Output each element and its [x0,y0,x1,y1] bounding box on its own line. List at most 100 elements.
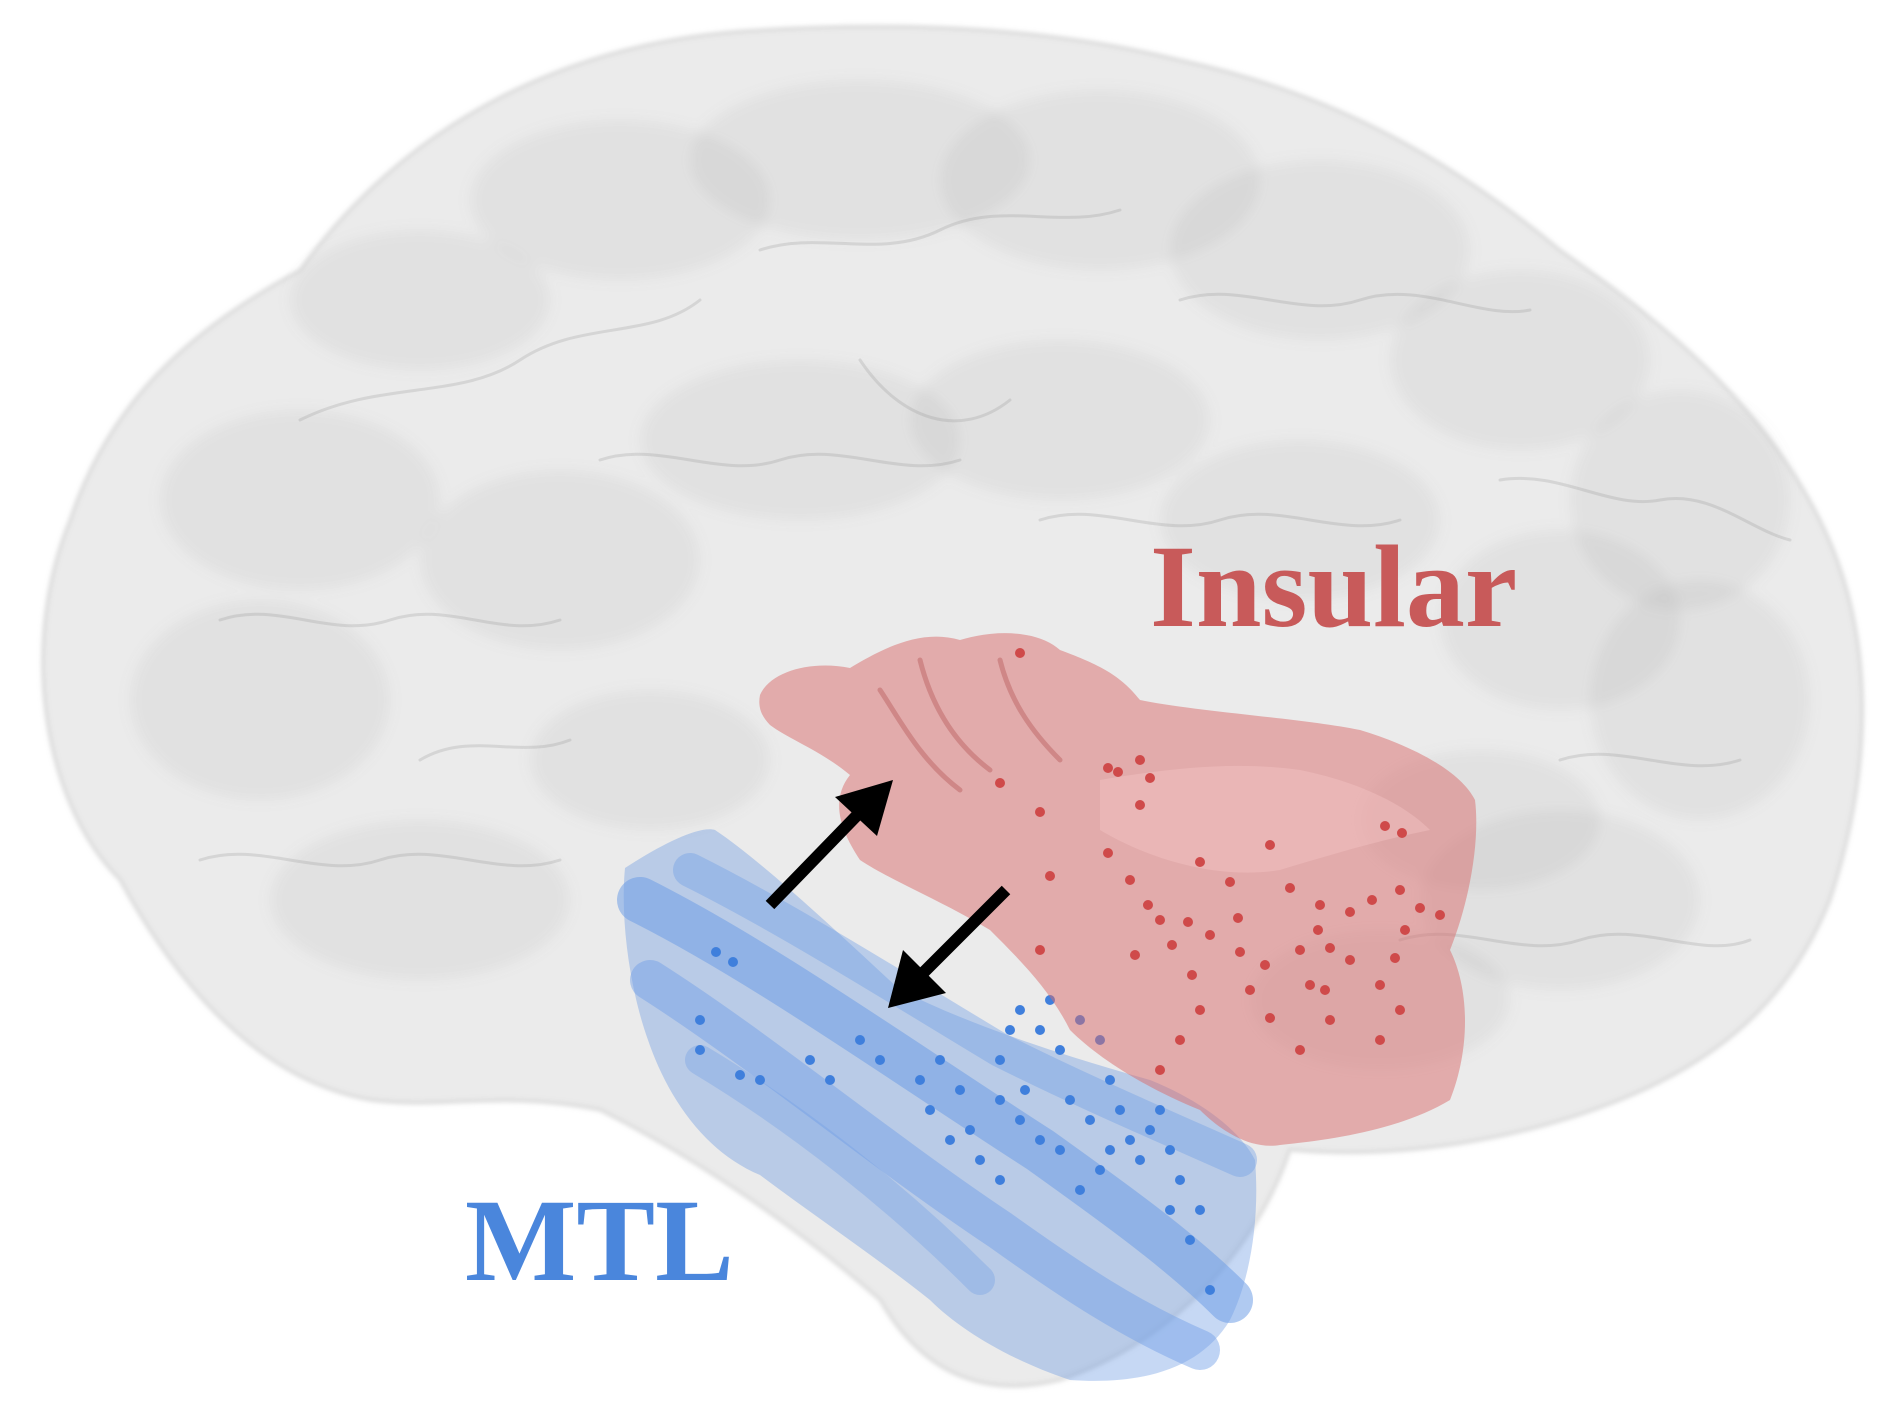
mtl-electrode [1195,1205,1205,1215]
insular-electrode [1395,885,1405,895]
brain-sulcus [598,452,962,468]
insular-highlight [1100,765,1430,873]
mtl-electrode [945,1135,955,1145]
brain-gyrus [530,690,770,830]
insular-electrode [1135,755,1145,765]
mtl-electrode [1085,1115,1095,1125]
insular-electrode [1325,1015,1335,1025]
mtl-electrode [1155,1105,1165,1115]
brain-gyrus [1160,440,1440,600]
brain-sulcus [1498,476,1792,542]
brain-gyrus [270,820,570,980]
mtl-electrode [825,1075,835,1085]
mtl-band [630,960,1220,1370]
brain-sulcus [298,298,702,422]
insular-electrode [1400,925,1410,935]
insular-electrode [1295,945,1305,955]
mtl-electrode [1205,1285,1215,1295]
arrow-mtl-to-insular [765,799,873,910]
mtl-electrode [995,1095,1005,1105]
mtl-electrode [695,1045,705,1055]
mtl-electrode [855,1035,865,1045]
brain-sulcus [418,738,572,762]
insular-electrode [1103,848,1113,858]
mtl-electrode [805,1055,815,1065]
insular-electrode [1035,807,1045,817]
insular-electrode [1285,883,1295,893]
insular-electrode [1375,1035,1385,1045]
mtl-electrode [925,1105,935,1115]
brain-gyrus [1440,530,1680,710]
insular-electrode [1035,945,1045,955]
insular-electrode [1195,1005,1205,1015]
mtl-electrode [1175,1175,1185,1185]
insular-electrode [1225,877,1235,887]
mtl-electrode [1005,1025,1015,1035]
mtl-electrode [1165,1205,1175,1215]
brain-gyrus [1390,270,1650,450]
mtl-electrode [955,1085,965,1095]
insular-electrode [1345,955,1355,965]
brain-gyrus [290,230,550,370]
insular-electrode [1305,980,1315,990]
brain-sulcus [758,208,1122,252]
mtl-electrode [965,1125,975,1135]
insular-electrode [1145,773,1155,783]
brain-sulcus [198,852,562,868]
insular-electrode [1175,1035,1185,1045]
mtl-electrode [1115,1105,1125,1115]
mtl-electrode [711,947,721,957]
mtl-electrode [975,1155,985,1165]
insular-electrode [1375,980,1385,990]
insular-electrode [1135,800,1145,810]
mtl-electrode [755,1075,765,1085]
insular-electrode [1395,1005,1405,1015]
mtl-electrode [695,1015,705,1025]
mtl-electrode [995,1055,1005,1065]
brain-gyri [130,80,1810,1070]
mtl-electrode [1145,1125,1155,1135]
insular-electrode [1113,767,1123,777]
insular-electrode [1320,985,1330,995]
mtl-electrodes [695,947,1215,1295]
insular-electrode [1205,930,1215,940]
mtl-electrode [935,1055,945,1065]
brain-sulcus [1038,512,1402,528]
insular-electrode [1195,857,1205,867]
insular-electrode [1235,947,1245,957]
mtl-electrode [1035,1135,1045,1145]
insular-electrode [1015,648,1025,658]
insular-electrode [1345,907,1355,917]
insular-electrode [1130,950,1140,960]
insular-electrode [1155,1065,1165,1075]
mtl-electrode [1055,1145,1065,1155]
insular-electrode [995,778,1005,788]
insular-label: Insular [1150,521,1518,652]
insular-electrode [1265,1013,1275,1023]
insular-electrode [1415,903,1425,913]
brain-sulcus [1558,752,1742,768]
mtl-electrode [1135,1155,1145,1165]
insular-electrode [1325,943,1335,953]
mtl-electrode [875,1055,885,1065]
mtl-band [673,853,1257,1177]
insular-fold [877,657,1063,793]
insular-electrode [1265,840,1275,850]
mtl-electrode [1020,1085,1030,1095]
mtl-electrode [995,1175,1005,1185]
insular-electrode [1155,915,1165,925]
connection-arrows [765,780,1011,1008]
mtl-electrode [1015,1115,1025,1125]
insular-region [759,633,1477,1146]
brain-gyrus [1170,160,1470,340]
insular-electrode [1435,910,1445,920]
insular-electrode [1390,953,1400,963]
insular-electrode [1167,940,1177,950]
mtl-band [685,1045,995,1295]
insular-body [759,633,1477,1146]
mtl-electrode [1165,1145,1175,1155]
arrow-mtl-to-insular-head [835,780,893,836]
mtl-electrode [735,1070,745,1080]
mtl-electrode [1065,1095,1075,1105]
